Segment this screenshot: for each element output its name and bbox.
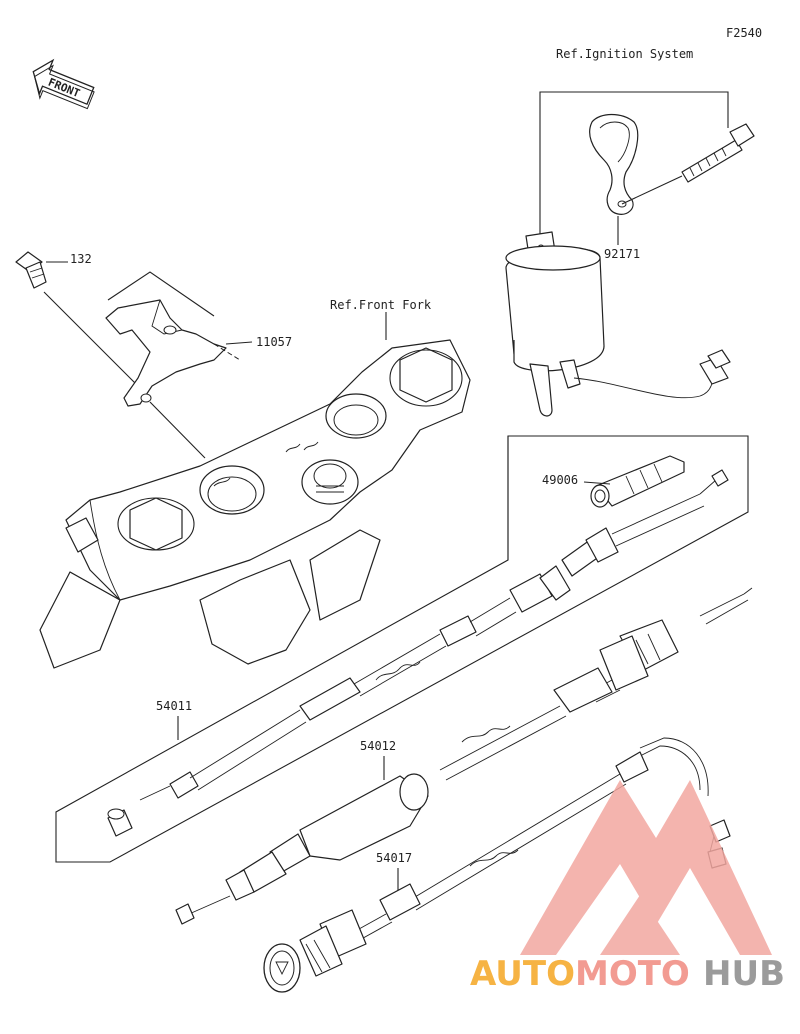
clamp-92171 (589, 113, 639, 215)
boot-49006 (590, 455, 685, 508)
cable-54017 (263, 737, 731, 993)
figure-code: F2540 (726, 26, 762, 40)
cable-54011 (139, 469, 729, 801)
bracket-11057 (105, 299, 227, 407)
part-number-132: 132 (70, 252, 92, 266)
ignition-bolt (621, 123, 755, 205)
triple-clamp (39, 339, 471, 669)
part-number-49006: 49006 (542, 473, 578, 487)
watermark-hub: HUB (703, 954, 785, 994)
ref-front-fork-label: Ref.Front Fork (330, 298, 432, 312)
watermark-auto: AUTO (470, 954, 575, 994)
part-number-92171: 92171 (604, 247, 640, 261)
automotohub-watermark-logo: AUTO MOTO HUB (470, 780, 785, 994)
part-number-54017: 54017 (376, 851, 412, 865)
bracket-54011 (55, 435, 749, 863)
ref-ignition-system-label: Ref.Ignition System (556, 47, 693, 61)
front-direction-arrow-icon: FRONT (32, 58, 95, 110)
part-number-11057: 11057 (256, 335, 292, 349)
part-number-54012: 54012 (360, 739, 396, 753)
ignition-coil (505, 231, 731, 417)
part-number-54011: 54011 (156, 699, 192, 713)
watermark-moto: MOTO (575, 954, 690, 994)
bolt-132 (15, 251, 47, 289)
ignition-ref-bracket (539, 91, 729, 255)
cable-54012 (175, 587, 753, 925)
end-fitting-54011 (107, 808, 133, 837)
